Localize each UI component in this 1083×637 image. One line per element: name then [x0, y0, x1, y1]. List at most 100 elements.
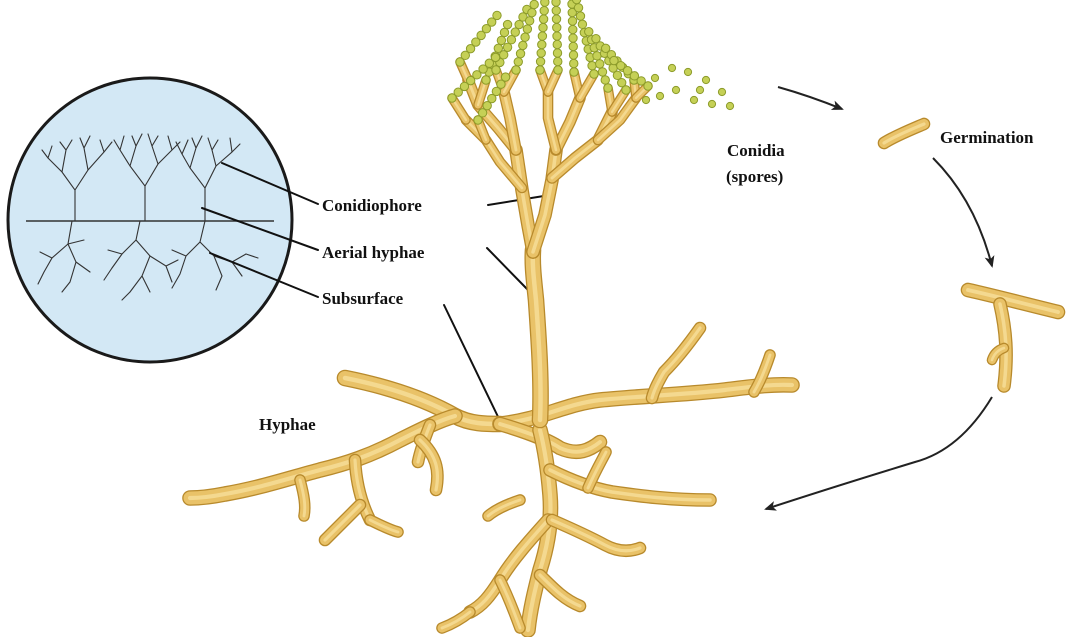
conidium-spore [592, 34, 600, 42]
hypha [550, 470, 710, 500]
conidium-spore [540, 6, 548, 14]
conidium-spore [500, 28, 508, 36]
hypha [325, 505, 360, 540]
conidium-spore [507, 35, 515, 43]
conidium-spore [702, 76, 709, 83]
germination-stages [884, 124, 1058, 386]
conidium-spore [572, 0, 580, 4]
conidium-spore [500, 51, 508, 59]
conidium-spore [668, 64, 675, 71]
label-conidiophore: Conidiophore [322, 196, 422, 215]
conidiophore-stalk [533, 250, 541, 420]
conidium-spore [539, 15, 547, 23]
conidium-spore [708, 100, 715, 107]
germ-spore [968, 290, 1058, 312]
conidium-spore [537, 49, 545, 57]
conidium-spore [570, 59, 578, 67]
arrow-spore-release [778, 87, 842, 109]
conidium-spore [569, 25, 577, 33]
arrow-return [766, 397, 992, 509]
conidium-spore [569, 42, 577, 50]
conidium-spore [554, 66, 562, 74]
conidium-spore [553, 49, 561, 57]
conidium-spore [598, 68, 606, 76]
metula [548, 92, 556, 150]
conidium-spore [610, 56, 618, 64]
germinating-spore-group [884, 124, 1058, 386]
conidium-spore [601, 76, 609, 84]
conidium-spore [503, 43, 511, 51]
conidium-spore [588, 62, 596, 70]
conidium-spore [538, 40, 546, 48]
spore-swelling [884, 124, 924, 143]
conidium-spore [601, 44, 609, 52]
conidium-spore [511, 28, 519, 36]
conidium-spore [553, 32, 561, 40]
conidium-spore [585, 27, 593, 35]
conidiophore-branch [533, 150, 556, 252]
conidium-spore [596, 60, 604, 68]
conidium-spore [651, 74, 658, 81]
leader-main-aerial [487, 248, 528, 290]
conidium-spore [525, 17, 533, 25]
conidium-spore [521, 33, 529, 41]
conidium-spore [536, 66, 544, 74]
conidium-spore [554, 57, 562, 65]
label-conidia: Conidia [727, 141, 785, 160]
conidium-spore [528, 8, 536, 16]
conidium-spore [553, 40, 561, 48]
hypha [500, 580, 520, 628]
hypha [442, 612, 470, 628]
conidium-spore [516, 49, 524, 57]
conidium-spore [541, 0, 549, 6]
conidium-spore [497, 36, 505, 44]
conidium-spore [519, 41, 527, 49]
conidium-spore [553, 23, 561, 31]
conidium-spore [590, 70, 598, 78]
hypha [345, 378, 500, 424]
conidium-spore [512, 66, 520, 74]
conidium-spore [536, 57, 544, 65]
conidium-spore [538, 32, 546, 40]
conidia-chains [448, 0, 734, 124]
conidium-spore [530, 0, 538, 8]
conidium-spore [523, 25, 531, 33]
hypha [370, 520, 398, 532]
metula [556, 98, 580, 150]
conidium-spore [726, 102, 733, 109]
hypha [540, 575, 580, 606]
conidium-spore [574, 4, 582, 12]
conidium-spore [492, 66, 500, 74]
label-germination: Germination [940, 128, 1034, 147]
conidium-spore [690, 96, 697, 103]
conidium-spore [656, 92, 663, 99]
conidium-spore [576, 12, 584, 20]
arrow-germination [933, 158, 992, 266]
conidium-spore [569, 51, 577, 59]
conidium-spore [568, 17, 576, 25]
conidium-spore [552, 6, 560, 14]
inset-circle [8, 78, 292, 362]
label-spores: (spores) [726, 167, 783, 186]
conidium-spore [552, 15, 560, 23]
conidium-spore [570, 68, 578, 76]
conidium-spore [491, 53, 499, 61]
conidium-spore [514, 58, 522, 66]
conidium-spore [493, 11, 501, 19]
conidium-spore [569, 34, 577, 42]
label-subsurface: Subsurface [322, 289, 404, 308]
conidium-spore [552, 0, 560, 6]
hypha [300, 480, 305, 516]
conidium-spore [718, 88, 725, 95]
conidium-spore [515, 20, 523, 28]
cycle-arrows [766, 87, 992, 509]
hypha [552, 520, 640, 551]
main-mycelium [190, 62, 792, 630]
conidium-spore [539, 23, 547, 31]
label-hyphae: Hyphae [259, 415, 316, 434]
conidium-spore [503, 20, 511, 28]
conidium-spore [696, 86, 703, 93]
conidium-spore [684, 68, 691, 75]
